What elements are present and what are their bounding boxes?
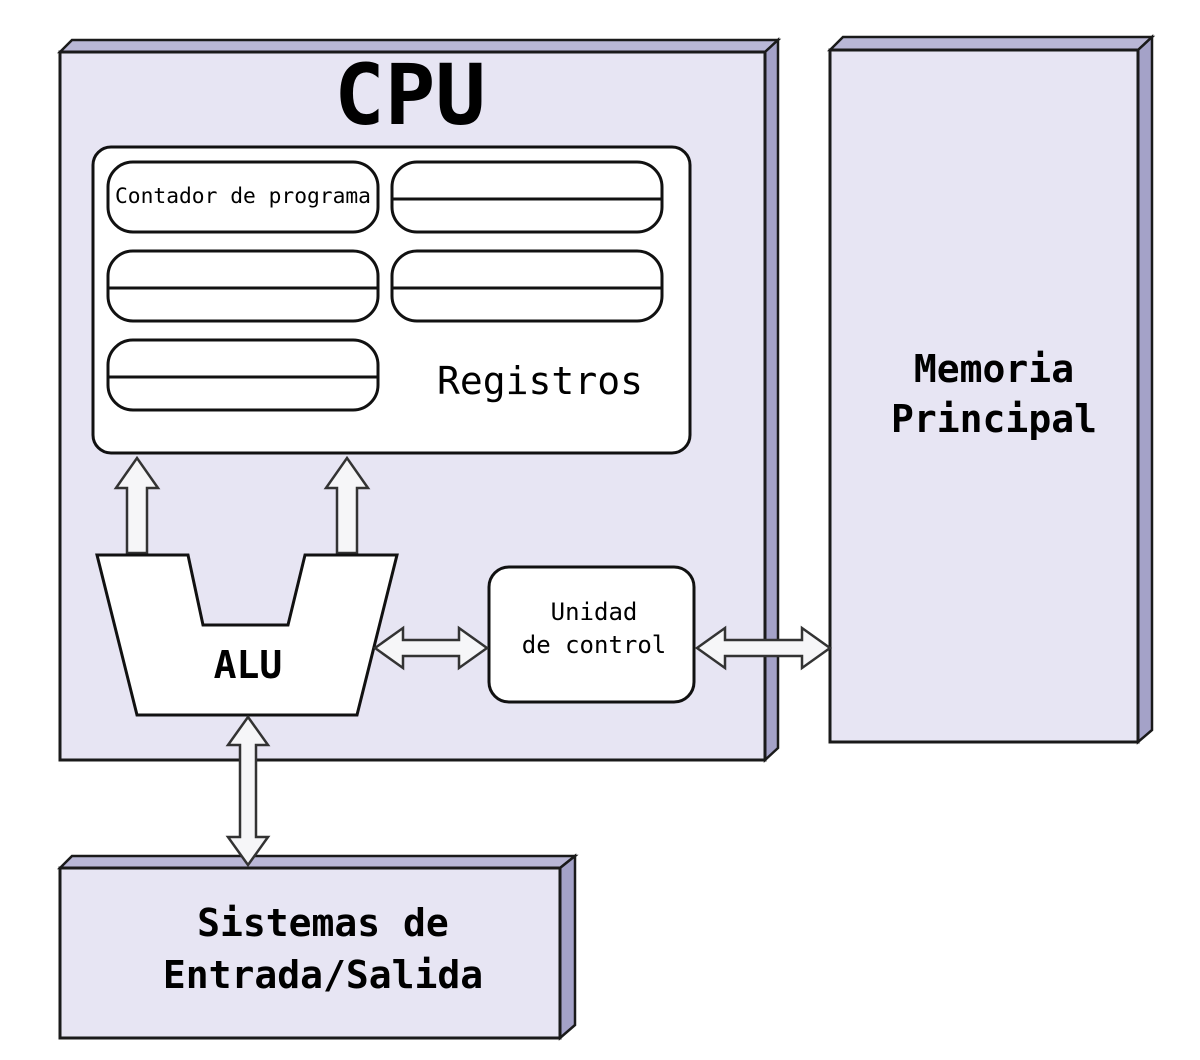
io-block: Sistemas de Entrada/Salida bbox=[56, 853, 579, 1041]
registers-label: Registros bbox=[437, 359, 643, 403]
program-counter-label: Contador de programa bbox=[115, 184, 371, 208]
memory-block: Memoria Principal bbox=[826, 34, 1156, 745]
registers-group: Contador de programa Registros bbox=[91, 145, 692, 455]
alu-label: ALU bbox=[214, 643, 283, 687]
control-unit-label-line2: de control bbox=[522, 631, 667, 659]
control-unit-label-line1: Unidad bbox=[551, 598, 638, 626]
memory-label-line1: Memoria bbox=[914, 347, 1074, 391]
register-program-counter: Contador de programa bbox=[106, 160, 380, 234]
cpu-title: CPU bbox=[334, 46, 486, 144]
control-unit: Unidad de control bbox=[487, 565, 696, 704]
double-arrow-control-memory-icon bbox=[694, 625, 833, 671]
alu: ALU bbox=[95, 553, 399, 717]
io-label-line2: Entrada/Salida bbox=[163, 953, 483, 997]
double-arrow-alu-io-icon bbox=[225, 714, 271, 868]
register bbox=[106, 249, 380, 323]
register bbox=[106, 338, 380, 412]
arrow-up-icon bbox=[323, 455, 371, 555]
double-arrow-alu-control-icon bbox=[372, 625, 490, 671]
io-label-line1: Sistemas de bbox=[197, 901, 449, 945]
arrow-up-icon bbox=[113, 455, 161, 555]
register bbox=[390, 160, 664, 234]
register bbox=[390, 249, 664, 323]
memory-label-line2: Principal bbox=[891, 397, 1097, 441]
